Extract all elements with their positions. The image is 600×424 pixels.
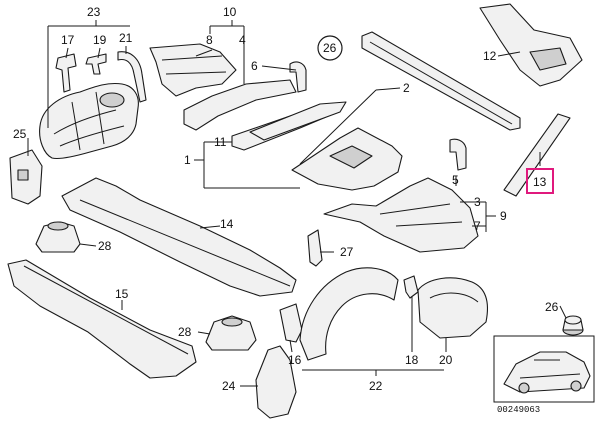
callout-19: 19 — [93, 33, 107, 47]
callout-28-lower: 28 — [178, 325, 192, 339]
part-23-panel — [39, 82, 139, 160]
callout-28-upper: 28 — [98, 239, 112, 253]
callout-24: 24 — [222, 379, 236, 393]
part-25-bracket — [9, 149, 43, 205]
diagram-code: 00249063 — [497, 405, 540, 415]
callout-12: 12 — [483, 49, 497, 63]
callout-1: 1 — [184, 153, 191, 167]
callout-4: 4 — [239, 33, 246, 47]
callout-6: 6 — [251, 59, 258, 73]
part-24-bracket — [255, 345, 297, 419]
part-19-clip — [85, 53, 107, 75]
part-17-bracket — [55, 53, 77, 93]
callout-10: 10 — [223, 5, 237, 19]
part-3-rear-floor — [323, 177, 479, 253]
leader-lines — [27, 20, 567, 387]
callout-26-inset: 26 — [545, 300, 559, 314]
part-5-clip — [449, 138, 467, 171]
part-20-arch — [417, 277, 489, 339]
part-1-floor-pan — [291, 127, 403, 191]
callout-13: 13 — [533, 175, 547, 189]
callout-27: 27 — [340, 245, 354, 259]
callout-5: 5 — [452, 173, 459, 187]
part-16-bracket — [279, 303, 303, 343]
part-15-beam — [7, 259, 197, 379]
part-11-member — [231, 101, 347, 151]
part-28-mount-b — [205, 315, 257, 351]
callout-16: 16 — [288, 353, 302, 367]
callout-25: 25 — [13, 127, 27, 141]
part-18-clip — [403, 275, 419, 299]
callout-15: 15 — [115, 287, 129, 301]
callout-17: 17 — [61, 33, 75, 47]
callout-13-highlight — [526, 168, 554, 194]
part-26-grommet — [562, 315, 584, 336]
callout-2: 2 — [403, 81, 410, 95]
callout-8: 8 — [206, 33, 213, 47]
callout-26: 26 — [323, 41, 337, 55]
callout-3: 3 — [474, 195, 481, 209]
part-28-mount-a — [35, 221, 81, 253]
part-12-bracket — [479, 3, 583, 87]
callout-22: 22 — [369, 379, 383, 393]
callout-21: 21 — [119, 31, 133, 45]
part-13-bar — [503, 113, 571, 197]
callout-18: 18 — [405, 353, 419, 367]
part-21-strip — [117, 51, 147, 103]
callout-7: 7 — [474, 219, 481, 233]
part-4-bracket — [183, 79, 297, 131]
callout-23: 23 — [87, 5, 101, 19]
callout-14: 14 — [220, 217, 234, 231]
part-22-wheel-arch — [299, 267, 399, 361]
part-8-upper-panel — [149, 43, 237, 97]
callout-26-circle — [317, 35, 343, 61]
callout-11: 11 — [214, 135, 227, 149]
part-27-bracket — [307, 229, 323, 267]
callout-9: 9 — [500, 209, 507, 223]
car-inset — [493, 335, 595, 403]
part-14-rail — [61, 177, 297, 297]
callout-20: 20 — [439, 353, 453, 367]
part-2-beam — [361, 31, 521, 131]
